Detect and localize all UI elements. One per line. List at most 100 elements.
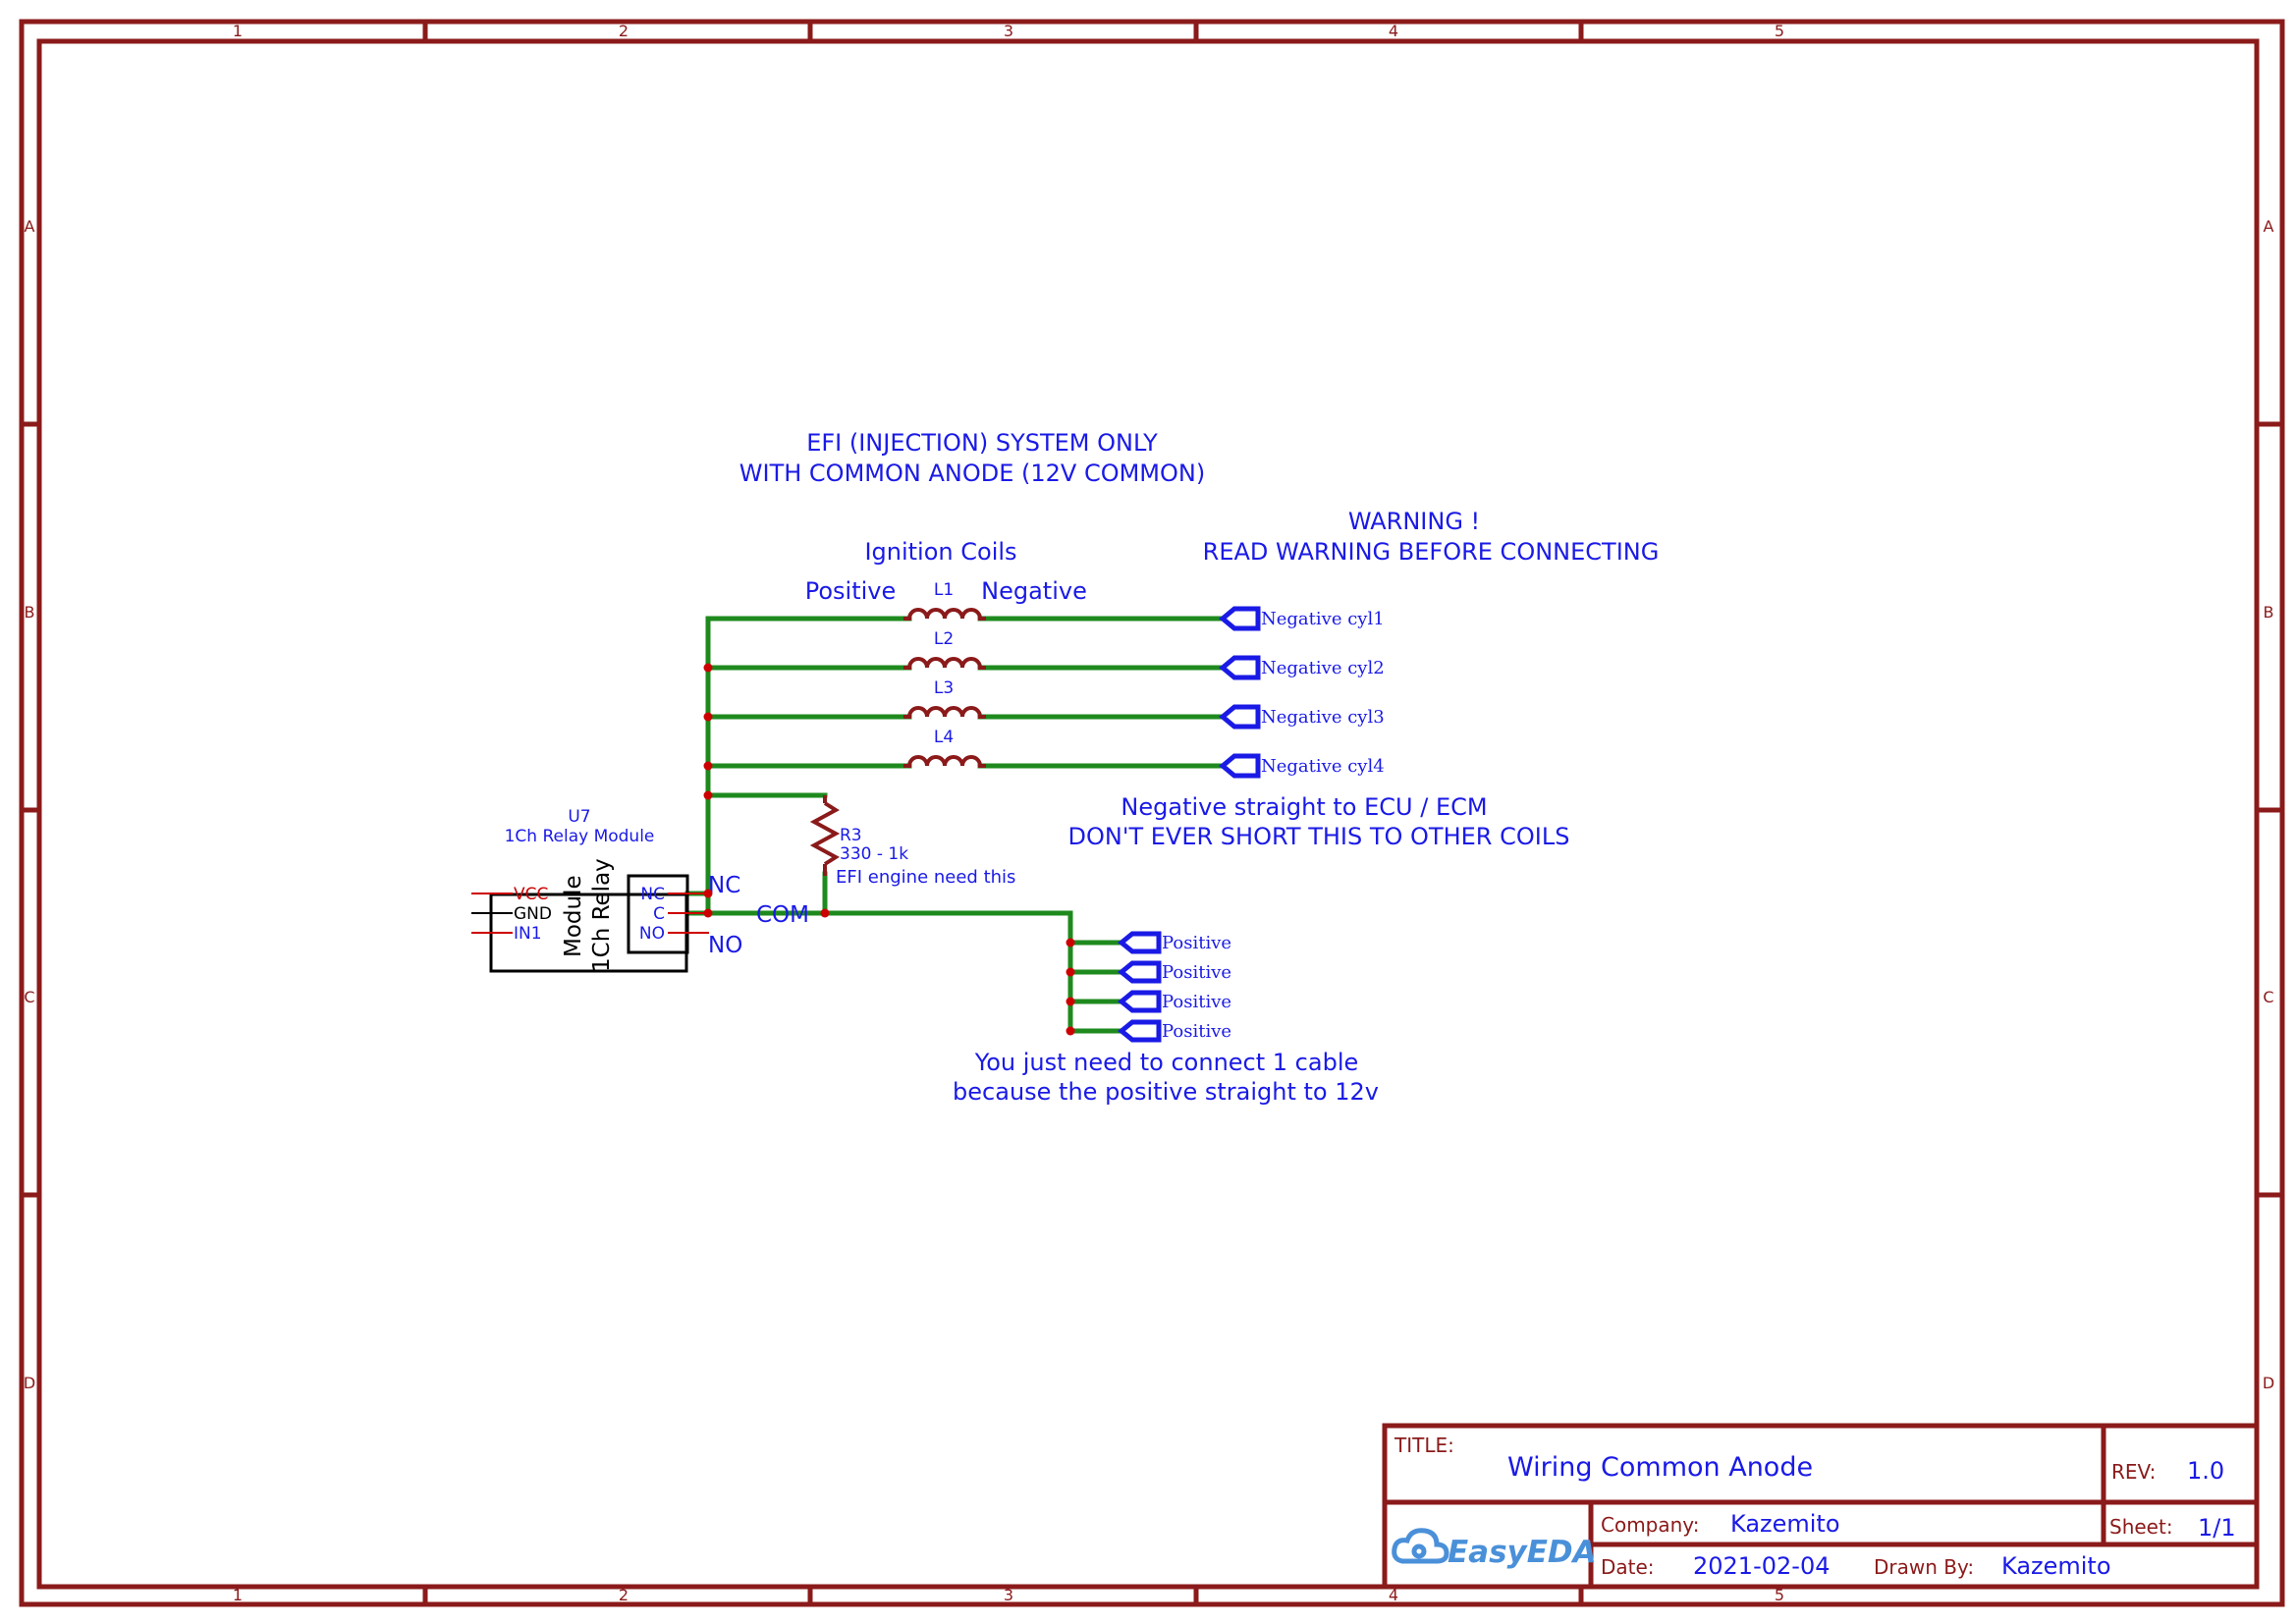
net-port-negative-cyl3-label: Negative cyl3 bbox=[1261, 707, 1385, 728]
relay-left-pins bbox=[471, 893, 513, 934]
note-negative-line2: DON'T EVER SHORT THIS TO OTHER COILS bbox=[1068, 823, 1570, 850]
resistor-r3-designator: R3 bbox=[840, 826, 862, 845]
coil-l2 bbox=[903, 657, 986, 670]
row-label-right-c: C bbox=[2263, 988, 2273, 1006]
junction-dot bbox=[703, 663, 713, 673]
title-value: Wiring Common Anode bbox=[1507, 1452, 1813, 1483]
net-port-positive-2-label: Positive bbox=[1162, 962, 1231, 983]
note-warning-line1: WARNING ! bbox=[1348, 508, 1480, 535]
junction-dot bbox=[703, 761, 713, 771]
col-label-top-5: 5 bbox=[1775, 22, 1784, 40]
cloud-icon bbox=[1392, 1528, 1449, 1564]
label-negative: Negative bbox=[981, 577, 1087, 605]
net-label-nc: NC bbox=[708, 873, 740, 898]
net-port-negative-cyl2-label: Negative cyl2 bbox=[1261, 658, 1385, 678]
net-label-com: COM bbox=[756, 902, 809, 928]
net-port-positive-2: Positive bbox=[1118, 960, 1231, 984]
junction-dot bbox=[703, 889, 713, 898]
junction-dot bbox=[1066, 967, 1075, 977]
junctions bbox=[703, 663, 1075, 1036]
date-label: Date: bbox=[1601, 1555, 1655, 1579]
coils bbox=[903, 608, 986, 768]
net-port-negative-cyl1-label: Negative cyl1 bbox=[1261, 609, 1385, 629]
col-label-bottom-1: 1 bbox=[233, 1586, 243, 1604]
negative-ports: Negative cyl1 Negative cyl2 Negative cyl… bbox=[1219, 606, 1385, 779]
note-warning-line2: READ WARNING BEFORE CONNECTING bbox=[1203, 538, 1660, 566]
relay-right-pins bbox=[668, 893, 709, 934]
resistor-r3-value: 330 - 1k bbox=[840, 844, 908, 864]
coil-l2-designator: L2 bbox=[934, 629, 954, 649]
sheet-label: Sheet: bbox=[2109, 1515, 2173, 1539]
resistor-r3: R3 330 - 1k EFI engine need this bbox=[809, 795, 1015, 888]
net-port-positive-3: Positive bbox=[1118, 990, 1231, 1013]
sheet-frame bbox=[19, 19, 2285, 1607]
row-label-right-d: D bbox=[2263, 1374, 2274, 1392]
relay-pin-no: NO bbox=[639, 924, 665, 944]
positive-ports: Positive Positive Positive Positive bbox=[1118, 931, 1231, 1043]
net-label-no: NO bbox=[708, 933, 742, 958]
sheet-value: 1/1 bbox=[2198, 1514, 2236, 1542]
relay-pin-in1: IN1 bbox=[514, 924, 542, 944]
relay-pin-gnd: GND bbox=[514, 904, 552, 924]
relay-module-u7: U7 1Ch Relay Module 1Ch Relay Module VCC… bbox=[471, 807, 809, 973]
rev-label: REV: bbox=[2111, 1460, 2156, 1484]
relay-pin-nc: NC bbox=[640, 885, 665, 904]
zone-labels: 1 2 3 4 5 1 2 3 4 5 A B C D A B C D bbox=[24, 22, 2274, 1604]
label-positive: Positive bbox=[805, 577, 897, 605]
rev-value: 1.0 bbox=[2187, 1457, 2224, 1485]
net-port-negative-cyl1: Negative cyl1 bbox=[1219, 606, 1385, 631]
drawn-by-value: Kazemito bbox=[2001, 1552, 2111, 1580]
label-ignition-coils: Ignition Coils bbox=[864, 538, 1016, 566]
col-label-top-4: 4 bbox=[1389, 22, 1398, 40]
net-port-positive-1-label: Positive bbox=[1162, 933, 1231, 953]
junction-dot bbox=[1066, 997, 1075, 1006]
relay-body-line1: 1Ch Relay bbox=[589, 858, 615, 972]
easyeda-logo: EasyEDA bbox=[1392, 1528, 1597, 1570]
row-ticks bbox=[22, 421, 2282, 1198]
note-positive-line2: because the positive straight to 12v bbox=[953, 1078, 1379, 1106]
relay-name: 1Ch Relay Module bbox=[505, 827, 655, 846]
row-label-right-a: A bbox=[2264, 217, 2274, 236]
col-label-top-2: 2 bbox=[619, 22, 629, 40]
col-label-bottom-4: 4 bbox=[1389, 1586, 1398, 1604]
date-value: 2021-02-04 bbox=[1693, 1552, 1830, 1580]
col-label-bottom-2: 2 bbox=[619, 1586, 629, 1604]
col-label-top-3: 3 bbox=[1004, 22, 1013, 40]
title-label: TITLE: bbox=[1394, 1434, 1454, 1457]
net-port-negative-cyl4: Negative cyl4 bbox=[1219, 753, 1385, 779]
drawn-by-label: Drawn By: bbox=[1874, 1555, 1974, 1579]
coil-l3-designator: L3 bbox=[934, 678, 954, 698]
note-positive-line1: You just need to connect 1 cable bbox=[974, 1049, 1359, 1076]
row-label-left-c: C bbox=[24, 988, 34, 1006]
relay-body-line2: Module bbox=[561, 875, 586, 957]
notes: EFI (INJECTION) SYSTEM ONLY WITH COMMON … bbox=[739, 429, 1660, 1106]
coil-l1-designator: L1 bbox=[934, 580, 954, 600]
coil-l3 bbox=[903, 706, 986, 719]
col-label-bottom-5: 5 bbox=[1775, 1586, 1784, 1604]
net-port-positive-4: Positive bbox=[1118, 1019, 1231, 1043]
col-label-top-1: 1 bbox=[233, 22, 243, 40]
note-negative-line1: Negative straight to ECU / ECM bbox=[1121, 793, 1487, 821]
coil-l4-designator: L4 bbox=[934, 728, 954, 747]
resistor-r3-note: EFI engine need this bbox=[836, 867, 1015, 888]
net-port-negative-cyl2: Negative cyl2 bbox=[1219, 655, 1385, 680]
note-efi-line2: WITH COMMON ANODE (12V COMMON) bbox=[739, 460, 1205, 487]
junction-dot bbox=[703, 712, 713, 722]
net-port-positive-1: Positive bbox=[1118, 931, 1231, 954]
company-value: Kazemito bbox=[1730, 1510, 1840, 1538]
relay-pin-vcc: VCC bbox=[514, 885, 548, 904]
easyeda-logo-text: EasyEDA bbox=[1448, 1535, 1597, 1570]
junction-dot bbox=[703, 790, 713, 800]
row-label-left-d: D bbox=[24, 1374, 35, 1392]
col-label-bottom-3: 3 bbox=[1004, 1586, 1013, 1604]
junction-dot bbox=[820, 908, 830, 918]
net-port-negative-cyl4-label: Negative cyl4 bbox=[1261, 756, 1385, 777]
column-ticks bbox=[422, 22, 1584, 1604]
net-port-positive-4-label: Positive bbox=[1162, 1021, 1231, 1042]
title-block: TITLE: Wiring Common Anode REV: 1.0 Comp… bbox=[1382, 1423, 2260, 1590]
note-efi-line1: EFI (INJECTION) SYSTEM ONLY bbox=[806, 429, 1158, 457]
coil-designators: L1 L2 L3 L4 bbox=[934, 580, 954, 747]
relay-designator: U7 bbox=[568, 807, 590, 827]
row-label-left-b: B bbox=[25, 603, 35, 622]
company-label: Company: bbox=[1601, 1513, 1699, 1537]
